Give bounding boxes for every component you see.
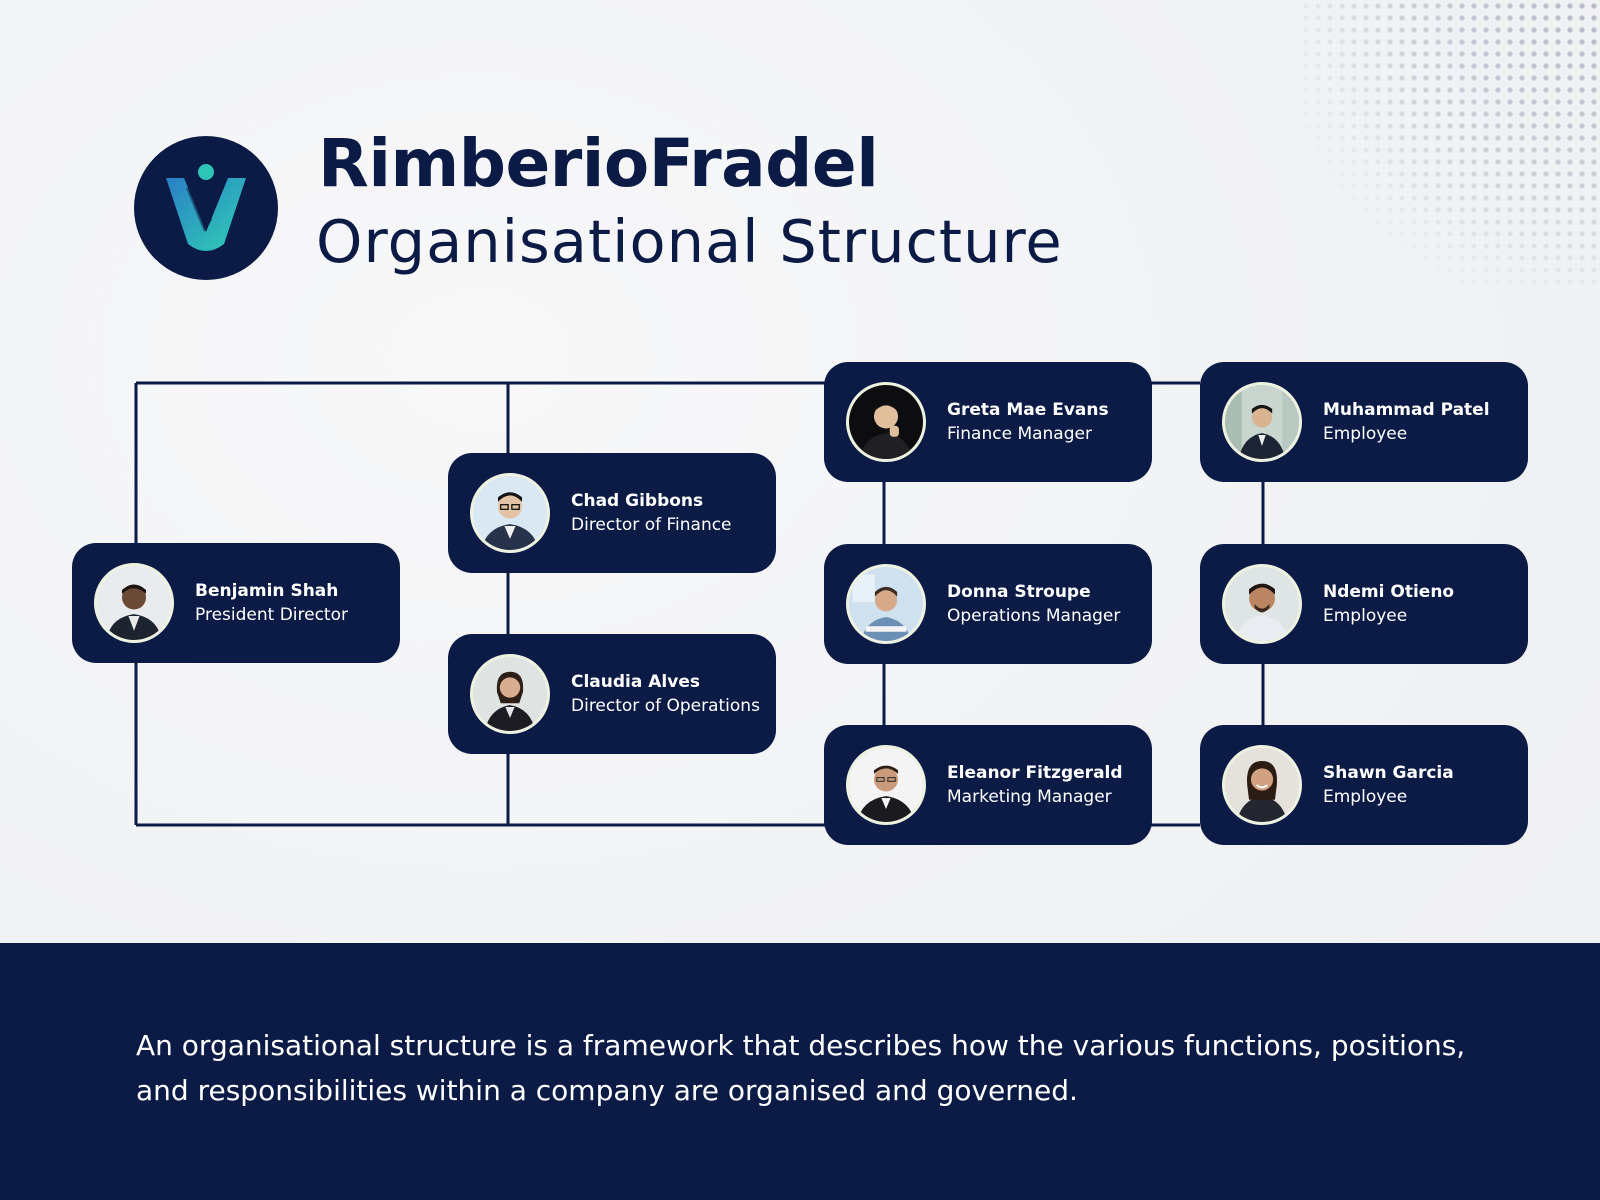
person-role: Operations Manager <box>947 606 1121 626</box>
person-role: Marketing Manager <box>947 787 1112 807</box>
person-role: Director of Operations <box>571 696 760 716</box>
avatar <box>470 654 550 734</box>
person-name: Donna Stroupe <box>947 582 1091 602</box>
avatar <box>1222 564 1302 644</box>
smiling-woman-photo <box>1225 748 1299 822</box>
shield-v-logo-icon <box>166 164 246 251</box>
man-thinking-photo <box>849 385 923 459</box>
person-role: President Director <box>195 605 348 625</box>
page-subtitle: Organisational Structure <box>316 207 1063 276</box>
footer-description: An organisational structure is a framewo… <box>136 1029 1466 1107</box>
person-name: Greta Mae Evans <box>947 400 1109 420</box>
avatar <box>94 563 174 643</box>
smiling-man-photo <box>1225 567 1299 641</box>
avatar <box>1222 745 1302 825</box>
person-role: Director of Finance <box>571 515 732 535</box>
person-role: Finance Manager <box>947 424 1092 444</box>
avatar <box>846 745 926 825</box>
person-name: Claudia Alves <box>571 672 700 692</box>
person-name: Eleanor Fitzgerald <box>947 763 1123 783</box>
company-name: RimberioFradel <box>318 125 879 202</box>
person-role: Employee <box>1323 424 1408 444</box>
person-name: Chad Gibbons <box>571 491 704 511</box>
avatar <box>846 382 926 462</box>
person-name: Benjamin Shah <box>195 581 339 601</box>
company-logo <box>134 136 278 280</box>
man-with-glasses-photo <box>473 476 547 550</box>
org-card-benjamin-shah[interactable]: Benjamin Shah President Director <box>72 543 400 663</box>
org-card-muhammad-patel[interactable]: Muhammad Patel Employee <box>1200 362 1528 482</box>
person-name: Ndemi Otieno <box>1323 582 1455 602</box>
org-card-chad-gibbons[interactable]: Chad Gibbons Director of Finance <box>448 453 776 573</box>
avatar <box>470 473 550 553</box>
man-in-suit-photo <box>97 566 171 640</box>
org-card-donna-stroupe[interactable]: Donna Stroupe Operations Manager <box>824 544 1152 664</box>
halftone-dots-decoration <box>1300 0 1600 290</box>
person-name: Shawn Garcia <box>1323 763 1454 783</box>
description-footer <box>0 943 1600 1200</box>
org-card-claudia-alves[interactable]: Claudia Alves Director of Operations <box>448 634 776 754</box>
org-card-ndemi-otieno[interactable]: Ndemi Otieno Employee <box>1200 544 1528 664</box>
org-card-shawn-garcia[interactable]: Shawn Garcia Employee <box>1200 725 1528 845</box>
org-card-eleanor-fitzgerald[interactable]: Eleanor Fitzgerald Marketing Manager <box>824 725 1152 845</box>
man-in-office-photo <box>1225 385 1299 459</box>
woman-in-blazer-photo <box>473 657 547 731</box>
man-arms-crossed-photo <box>849 748 923 822</box>
person-name: Muhammad Patel <box>1323 400 1490 420</box>
person-role: Employee <box>1323 787 1408 807</box>
avatar <box>1222 382 1302 462</box>
avatar <box>846 564 926 644</box>
man-at-desk-photo <box>849 567 923 641</box>
org-card-greta-mae-evans[interactable]: Greta Mae Evans Finance Manager <box>824 362 1152 482</box>
person-role: Employee <box>1323 606 1408 626</box>
